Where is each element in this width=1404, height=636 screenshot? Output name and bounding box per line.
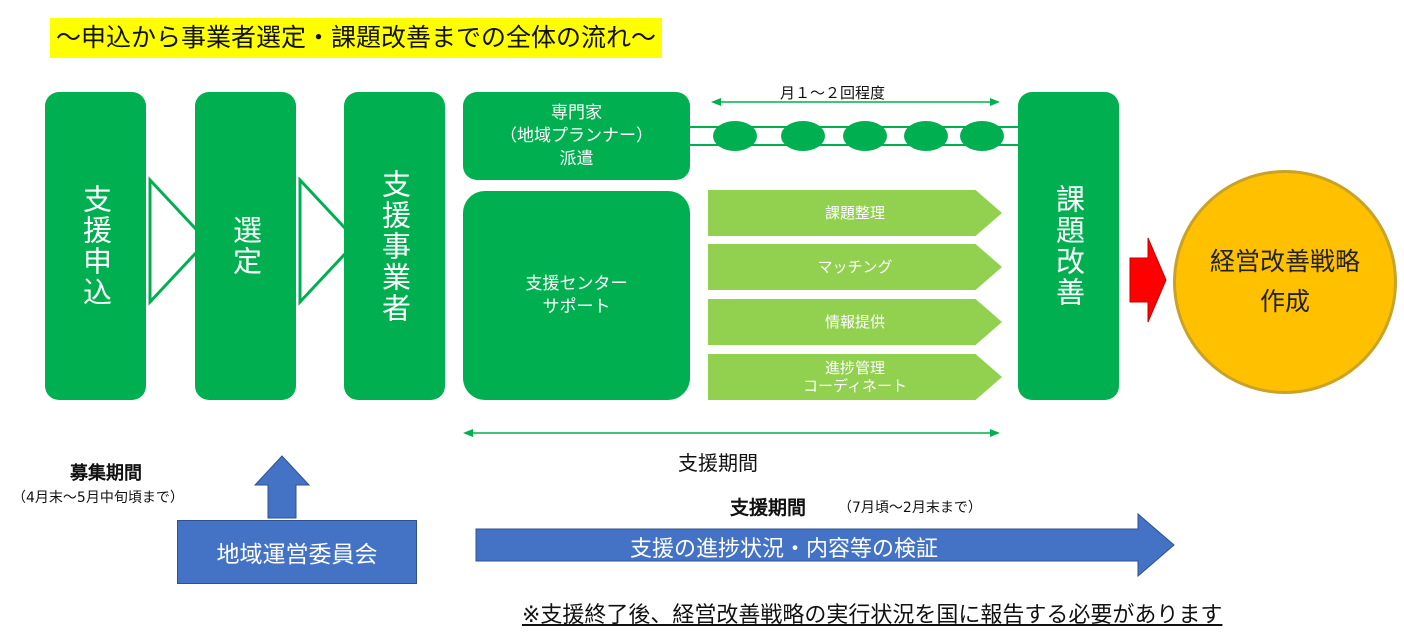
- strategy-line-2: 作成: [1259, 287, 1310, 316]
- apply-label: 支援申込: [78, 184, 113, 308]
- support-period-bold: 支援期間: [730, 497, 807, 519]
- footnote: ※支援終了後、経営改善戦略の実行状況を国に報告する必要があります: [522, 603, 1223, 628]
- expert-line-1: 専門家: [551, 102, 602, 123]
- expert-box: 専門家 （地域プランナー） 派遣: [463, 92, 690, 180]
- improve-box: 課題改善: [1018, 92, 1119, 400]
- committee-label: 地域運営委員会: [216, 542, 378, 568]
- visit-oval-2: [781, 121, 825, 151]
- page-title: ～申込から事業者選定・課題改善までの全体の流れ～: [50, 18, 663, 58]
- frequency-label: 月１～２回程度: [780, 84, 886, 102]
- chevron-arrow-2: [298, 176, 360, 306]
- select-label: 選定: [228, 215, 263, 277]
- task-progress-line-2: コーディネート: [803, 377, 907, 395]
- visit-oval-1: [713, 121, 757, 151]
- blue-up-arrow: [253, 455, 311, 519]
- committee-box: 地域運営委員会: [177, 520, 417, 584]
- task-issue-sorting-label: 課題整理: [824, 204, 885, 222]
- center-line-1: 支援センター: [525, 273, 628, 294]
- task-matching-label: マッチング: [817, 258, 893, 276]
- verification-label: 支援の進捗状況・内容等の検証: [630, 537, 939, 562]
- chevron-arrow-1: [148, 176, 210, 306]
- task-issue-sorting: 課題整理: [708, 190, 1002, 236]
- visit-oval-4: [904, 121, 948, 151]
- task-progress-coordination: 進捗管理 コーディネート: [708, 354, 1002, 400]
- strategy-circle: 経営改善戦略 作成: [1173, 170, 1397, 394]
- support-period-label: 支援期間: [678, 451, 758, 475]
- improve-label: 課題改善: [1051, 184, 1086, 308]
- center-line-2: サポート: [542, 296, 611, 317]
- task-matching: マッチング: [708, 244, 1002, 290]
- verification-arrow: [475, 512, 1175, 578]
- provider-label: 支援事業者: [377, 168, 412, 324]
- visit-oval-5: [960, 121, 1004, 151]
- select-box: 選定: [195, 92, 296, 400]
- expert-line-3: 派遣: [559, 148, 594, 169]
- task-info-provision-label: 情報提供: [824, 313, 885, 331]
- recruit-period-label: 募集期間: [70, 463, 142, 484]
- visit-oval-3: [843, 121, 887, 151]
- red-arrow: [1129, 237, 1167, 323]
- task-info-provision: 情報提供: [708, 299, 1002, 345]
- expert-line-2: （地域プランナー）: [500, 125, 653, 146]
- provider-box: 支援事業者: [344, 92, 445, 400]
- strategy-line-1: 経営改善戦略: [1209, 247, 1360, 276]
- center-support-box: 支援センター サポート: [463, 191, 690, 400]
- apply-box: 支援申込: [45, 92, 146, 400]
- support-period-dates: （7月頃～2月末まで）: [838, 500, 982, 516]
- task-progress-line-1: 進捗管理: [824, 359, 885, 377]
- recruit-period-dates: （4月末～5月中旬頃まで）: [12, 490, 184, 506]
